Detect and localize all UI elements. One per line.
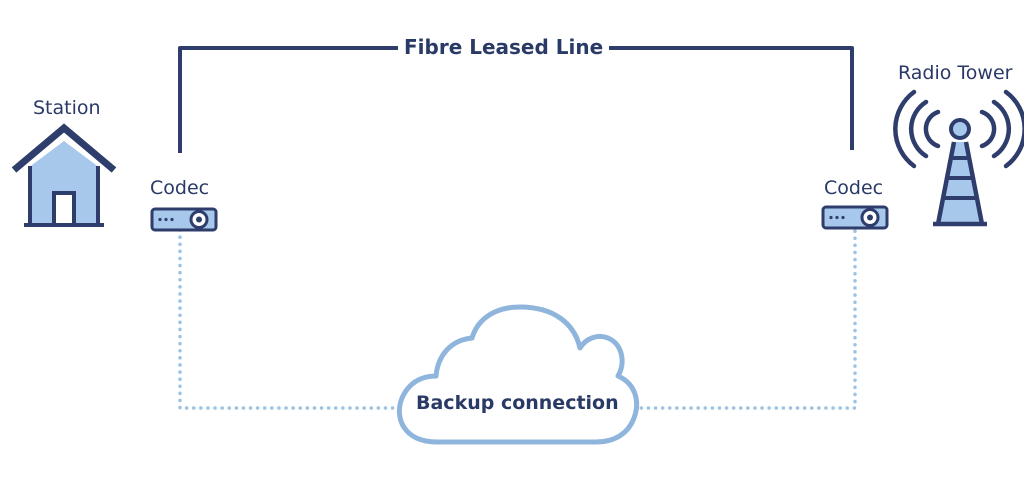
backup-connection-line-right xyxy=(618,228,857,410)
radio-tower-icon xyxy=(893,89,1024,227)
backup-connection-label: Backup connection xyxy=(416,392,619,414)
station-label: Station xyxy=(33,97,101,119)
fibre-leased-line xyxy=(178,46,854,153)
codec-icon xyxy=(150,207,218,232)
codec-right-label: Codec xyxy=(824,177,884,199)
fibre-leased-line-label: Fibre Leased Line xyxy=(398,37,610,57)
radio-tower-label: Radio Tower xyxy=(898,62,1013,84)
house-icon xyxy=(11,123,117,227)
codec-icon xyxy=(821,205,889,230)
cloud-icon xyxy=(396,304,640,445)
codec-left-label: Codec xyxy=(150,177,210,199)
backup-connection-line xyxy=(178,228,410,410)
